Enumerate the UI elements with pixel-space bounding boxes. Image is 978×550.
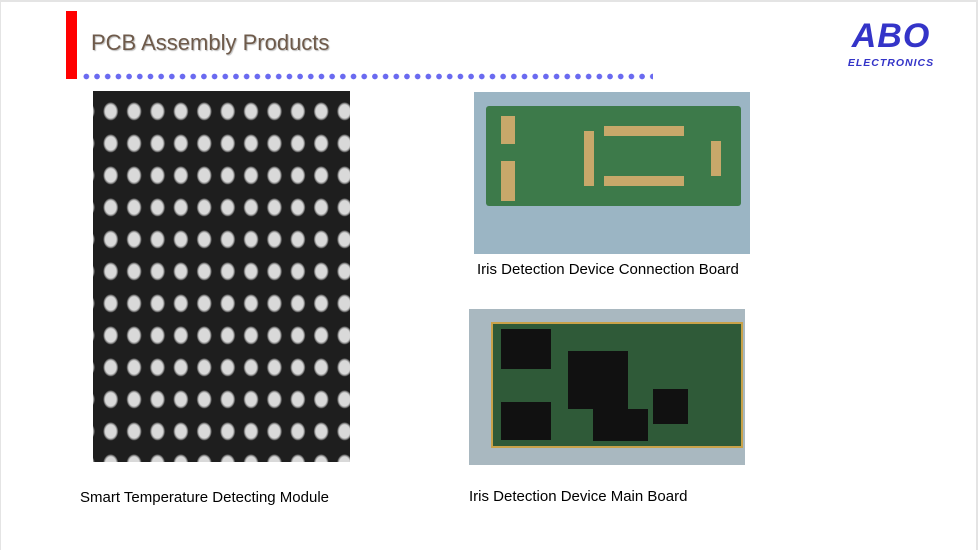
title-accent-bar	[66, 11, 77, 79]
slide-border-top	[0, 0, 978, 2]
logo-name: ABO	[851, 17, 931, 55]
slide-border-right	[976, 0, 978, 550]
slide-border-left	[0, 0, 1, 550]
company-logo: ABO ELECTRONICS	[838, 18, 944, 69]
slide-title: PCB Assembly Products	[91, 30, 330, 55]
main-board-photo	[469, 309, 745, 465]
pcb-board	[486, 106, 741, 206]
connection-board-photo	[474, 92, 750, 254]
main-board-caption: Iris Detection Device Main Board	[469, 488, 688, 505]
temperature-module-photo	[93, 91, 350, 462]
dotted-divider	[81, 73, 653, 80]
connection-board-caption: Iris Detection Device Connection Board	[477, 261, 739, 278]
logo-subtitle: ELECTRONICS	[847, 57, 935, 69]
temperature-module-caption: Smart Temperature Detecting Module	[80, 489, 330, 506]
pcb-board	[491, 322, 743, 448]
